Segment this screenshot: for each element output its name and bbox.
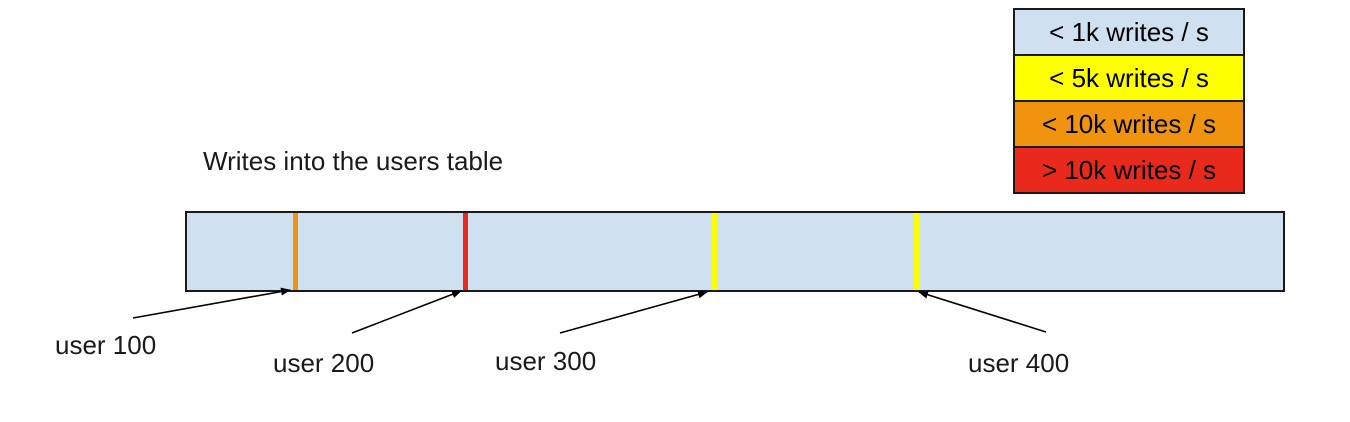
user-label-user-100: user 100 (55, 330, 157, 360)
legend-row-2: < 5k writes / s (1013, 54, 1245, 102)
user-label-user-300: user 300 (495, 346, 597, 376)
legend: < 1k writes / s < 5k writes / s < 10k writ… (1013, 8, 1245, 194)
legend-label: > 10k writes / s (1041, 154, 1217, 185)
tick-user-400 (913, 213, 919, 290)
user-label-user-200: user 200 (273, 348, 375, 378)
legend-row-1: < 1k writes / s (1013, 8, 1245, 56)
tick-user-100 (292, 213, 298, 290)
tick-user-200 (462, 213, 468, 290)
tick-user-300 (711, 213, 717, 290)
legend-row-4: > 10k writes / s (1013, 146, 1245, 194)
pointer-arrow-3 (559, 290, 708, 334)
pointer-arrow-2 (351, 290, 462, 334)
legend-label: < 1k writes / s (1049, 16, 1209, 47)
pointer-arrow-1 (132, 287, 291, 319)
pointer-arrow-4 (918, 290, 1047, 333)
user-label-user-400: user 400 (968, 348, 1070, 378)
diagram-title: Writes into the users table (203, 146, 504, 176)
legend-label: < 10k writes / s (1041, 108, 1217, 139)
legend-label: < 5k writes / s (1049, 62, 1209, 93)
legend-row-3: < 10k writes / s (1013, 100, 1245, 148)
users-table-bar (185, 211, 1285, 292)
